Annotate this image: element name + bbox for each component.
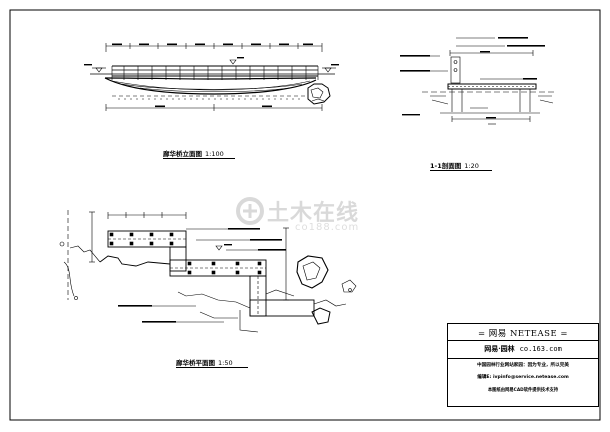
- title-block-site-url: co.163.com: [519, 345, 562, 353]
- title-block: = 网易 NETEASE = 网易·园林 co.163.com 中国园林行业网站家…: [447, 323, 599, 407]
- title-block-email: 编辑E: ivpinfo@service.netease.com: [477, 375, 569, 380]
- elevation-caption-underline: [163, 158, 235, 159]
- watermark-logo-icon: [236, 197, 264, 225]
- watermark-text: 土木在线: [267, 201, 360, 226]
- section-title: 1-1剖面图: [430, 162, 462, 170]
- title-block-slogan: 中国园林行业网站家园：因为专业，所以完美: [477, 363, 569, 368]
- title-block-brand: = 网易 NETEASE =: [477, 329, 569, 339]
- elevation-scale: 1:100: [205, 150, 224, 158]
- watermark: 土木在线 co188.com: [235, 194, 410, 238]
- title-block-site-name: 网易·园林: [484, 344, 515, 353]
- title-block-divider: [448, 340, 598, 341]
- bridge-elevation-drawing: [84, 43, 339, 111]
- title-block-note: 本图纸由网易CAD软件提供技术支持: [487, 388, 559, 393]
- elevation-title: 廊华桥立面图: [163, 150, 202, 158]
- sheet-border: [9, 9, 601, 421]
- bridge-section-drawing: [400, 37, 555, 125]
- plan-caption-underline: [176, 367, 248, 368]
- section-caption-underline: [430, 170, 492, 171]
- title-block-site: 网易·园林 co.163.com: [448, 344, 598, 354]
- plan-title: 廊华桥平面图: [176, 359, 215, 367]
- watermark-subtext: co188.com: [295, 222, 360, 233]
- bridge-plan-drawing: [59, 210, 357, 333]
- section-scale: 1:20: [464, 162, 479, 170]
- title-block-divider: [448, 358, 598, 359]
- plan-scale: 1:50: [218, 359, 233, 367]
